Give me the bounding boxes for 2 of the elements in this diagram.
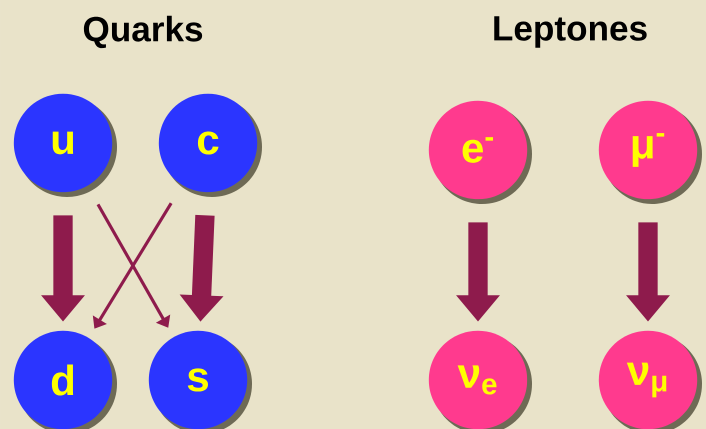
group-heading: Leptones	[494, 16, 647, 48]
group-heading: Quarks	[84, 16, 202, 48]
